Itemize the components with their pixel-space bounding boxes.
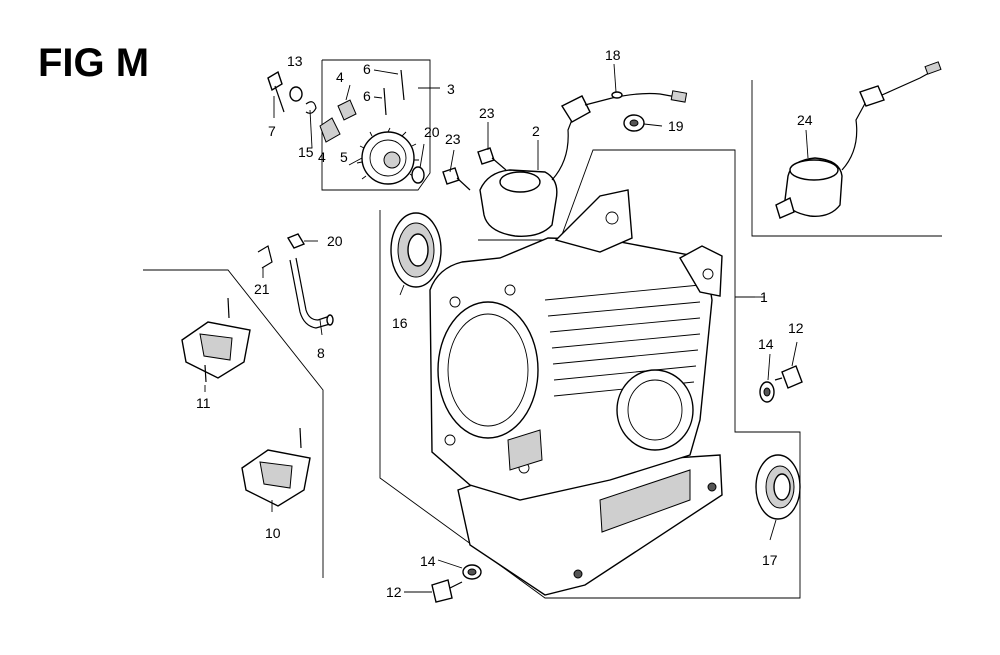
callout-4-b: 4 — [318, 149, 326, 165]
oil-alert-unit — [775, 61, 942, 219]
washer-13 — [289, 86, 303, 102]
wire-clamp — [611, 90, 688, 103]
drain-bolt-12-bottom — [431, 579, 463, 603]
callout-15: 15 — [298, 144, 314, 160]
callout-10: 10 — [265, 525, 281, 541]
bracket-part-1 — [379, 149, 801, 599]
callout-23-b: 23 — [445, 131, 461, 147]
callout-2: 2 — [532, 123, 540, 139]
mount-10 — [241, 427, 311, 507]
leader-lines — [204, 63, 809, 593]
clip-21 — [257, 245, 273, 269]
washer-14-bottom — [462, 564, 482, 580]
mount-11 — [181, 297, 251, 383]
callout-14-a: 14 — [758, 336, 774, 352]
callout-18: 18 — [605, 47, 621, 63]
callout-24: 24 — [797, 112, 813, 128]
figure-title: FIG M — [38, 41, 149, 85]
callout-14-b: 14 — [420, 553, 436, 569]
callout-17: 17 — [762, 552, 778, 568]
crankcase — [429, 189, 723, 596]
pin-7 — [267, 70, 285, 113]
washer-20-lower — [286, 233, 306, 249]
callout-11: 11 — [196, 395, 211, 411]
callout-5: 5 — [340, 149, 348, 165]
bearing-16 — [390, 212, 442, 288]
tube-8 — [289, 257, 334, 329]
callout-13: 13 — [287, 53, 303, 69]
callout-12-a: 12 — [788, 320, 804, 336]
callout-1: 1 — [760, 289, 768, 305]
callout-4-a: 4 — [336, 69, 344, 85]
callout-6-b: 6 — [363, 88, 371, 104]
callout-20-a: 20 — [424, 124, 440, 140]
bolt-23-a — [477, 147, 507, 171]
bolt-23-b — [442, 167, 471, 191]
drain-bolt-12-right — [774, 365, 803, 389]
washer-14-right — [759, 381, 775, 403]
governor-gear-5 — [356, 127, 419, 185]
weight-4-a — [337, 99, 357, 121]
callout-12-b: 12 — [386, 584, 402, 600]
callout-8: 8 — [317, 345, 325, 361]
weight-4-b — [319, 117, 341, 143]
callout-19: 19 — [668, 118, 684, 134]
callout-20-b: 20 — [327, 233, 343, 249]
callout-7: 7 — [268, 123, 276, 139]
callout-21: 21 — [254, 281, 270, 297]
oil-seal-17 — [755, 454, 801, 520]
washer-20-upper — [411, 166, 425, 184]
bracket-part-24 — [751, 80, 942, 237]
breather-assembly — [479, 95, 613, 237]
pin-6-b — [383, 87, 387, 116]
callout-23-a: 23 — [479, 105, 495, 121]
bracket-mounts — [143, 269, 324, 578]
clip-15 — [305, 101, 317, 114]
grommet-19 — [623, 114, 645, 132]
callout-6-a: 6 — [363, 61, 371, 77]
callout-3: 3 — [447, 81, 455, 97]
callout-16: 16 — [392, 315, 408, 331]
pin-6-a — [400, 69, 405, 101]
